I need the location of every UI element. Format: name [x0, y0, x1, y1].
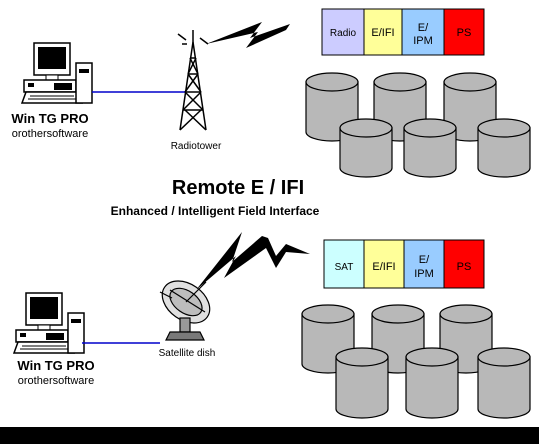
top-module-ps: [443, 8, 485, 56]
bottom-module-sat-label: SAT: [335, 262, 354, 273]
top-module-rack: Radio E/IFI E/ IPM PS: [321, 8, 485, 56]
bottom-cylinder-group: [301, 304, 531, 419]
top-module-eipm-label-2: IPM: [413, 35, 433, 47]
top-module-radio: [321, 8, 365, 56]
bottom-module-eipm-label-2: IPM: [414, 268, 434, 280]
satellite-dish-icon: [159, 280, 211, 341]
storage-cylinder: [477, 347, 531, 419]
storage-cylinder: [477, 118, 531, 178]
top-computer-label: Win TG PRO: [11, 111, 88, 126]
bottom-module-eipm-label-1: E/: [419, 254, 430, 266]
bottom-module-sat: [323, 239, 365, 289]
top-computer-sublabel: orothersoftware: [12, 128, 88, 140]
diagram-title: Remote E / IFI: [172, 177, 304, 199]
bottom-module-ps: [443, 239, 485, 289]
bottom-computer: [13, 292, 85, 354]
bottom-bar: [0, 427, 539, 444]
bottom-module-rack: SAT E/IFI E/ IPM PS: [323, 239, 485, 289]
bottom-module-eifi-label: E/IFI: [372, 261, 395, 273]
bottom-module-eifi: [363, 239, 405, 289]
bottom-module-ps-label: PS: [457, 261, 472, 273]
storage-cylinder: [335, 347, 389, 419]
top-module-eipm: [401, 8, 445, 56]
top-module-eipm-label-1: E/: [418, 22, 429, 34]
top-cylinder-group: [305, 72, 531, 178]
bottom-module-eipm: [403, 239, 445, 289]
diagram-subtitle: Enhanced / Intelligent Field Interface: [111, 204, 320, 218]
storage-cylinder: [403, 118, 457, 178]
storage-cylinder: [405, 347, 459, 419]
bottom-lightning-bolt-icon: [196, 232, 310, 290]
storage-cylinder: [339, 118, 393, 178]
top-computer: [21, 42, 93, 104]
radio-tower-icon: [177, 30, 209, 131]
top-module-radio-label: Radio: [330, 28, 357, 39]
dish-label: Satellite dish: [159, 348, 216, 359]
tower-label: Radiotower: [171, 141, 222, 152]
bottom-computer-sublabel: orothersoftware: [18, 375, 94, 387]
top-lightning-bolt-icon: [206, 22, 290, 48]
top-module-eifi-label: E/IFI: [371, 27, 394, 39]
top-module-ps-label: PS: [457, 27, 472, 39]
bottom-computer-label: Win TG PRO: [17, 358, 94, 373]
